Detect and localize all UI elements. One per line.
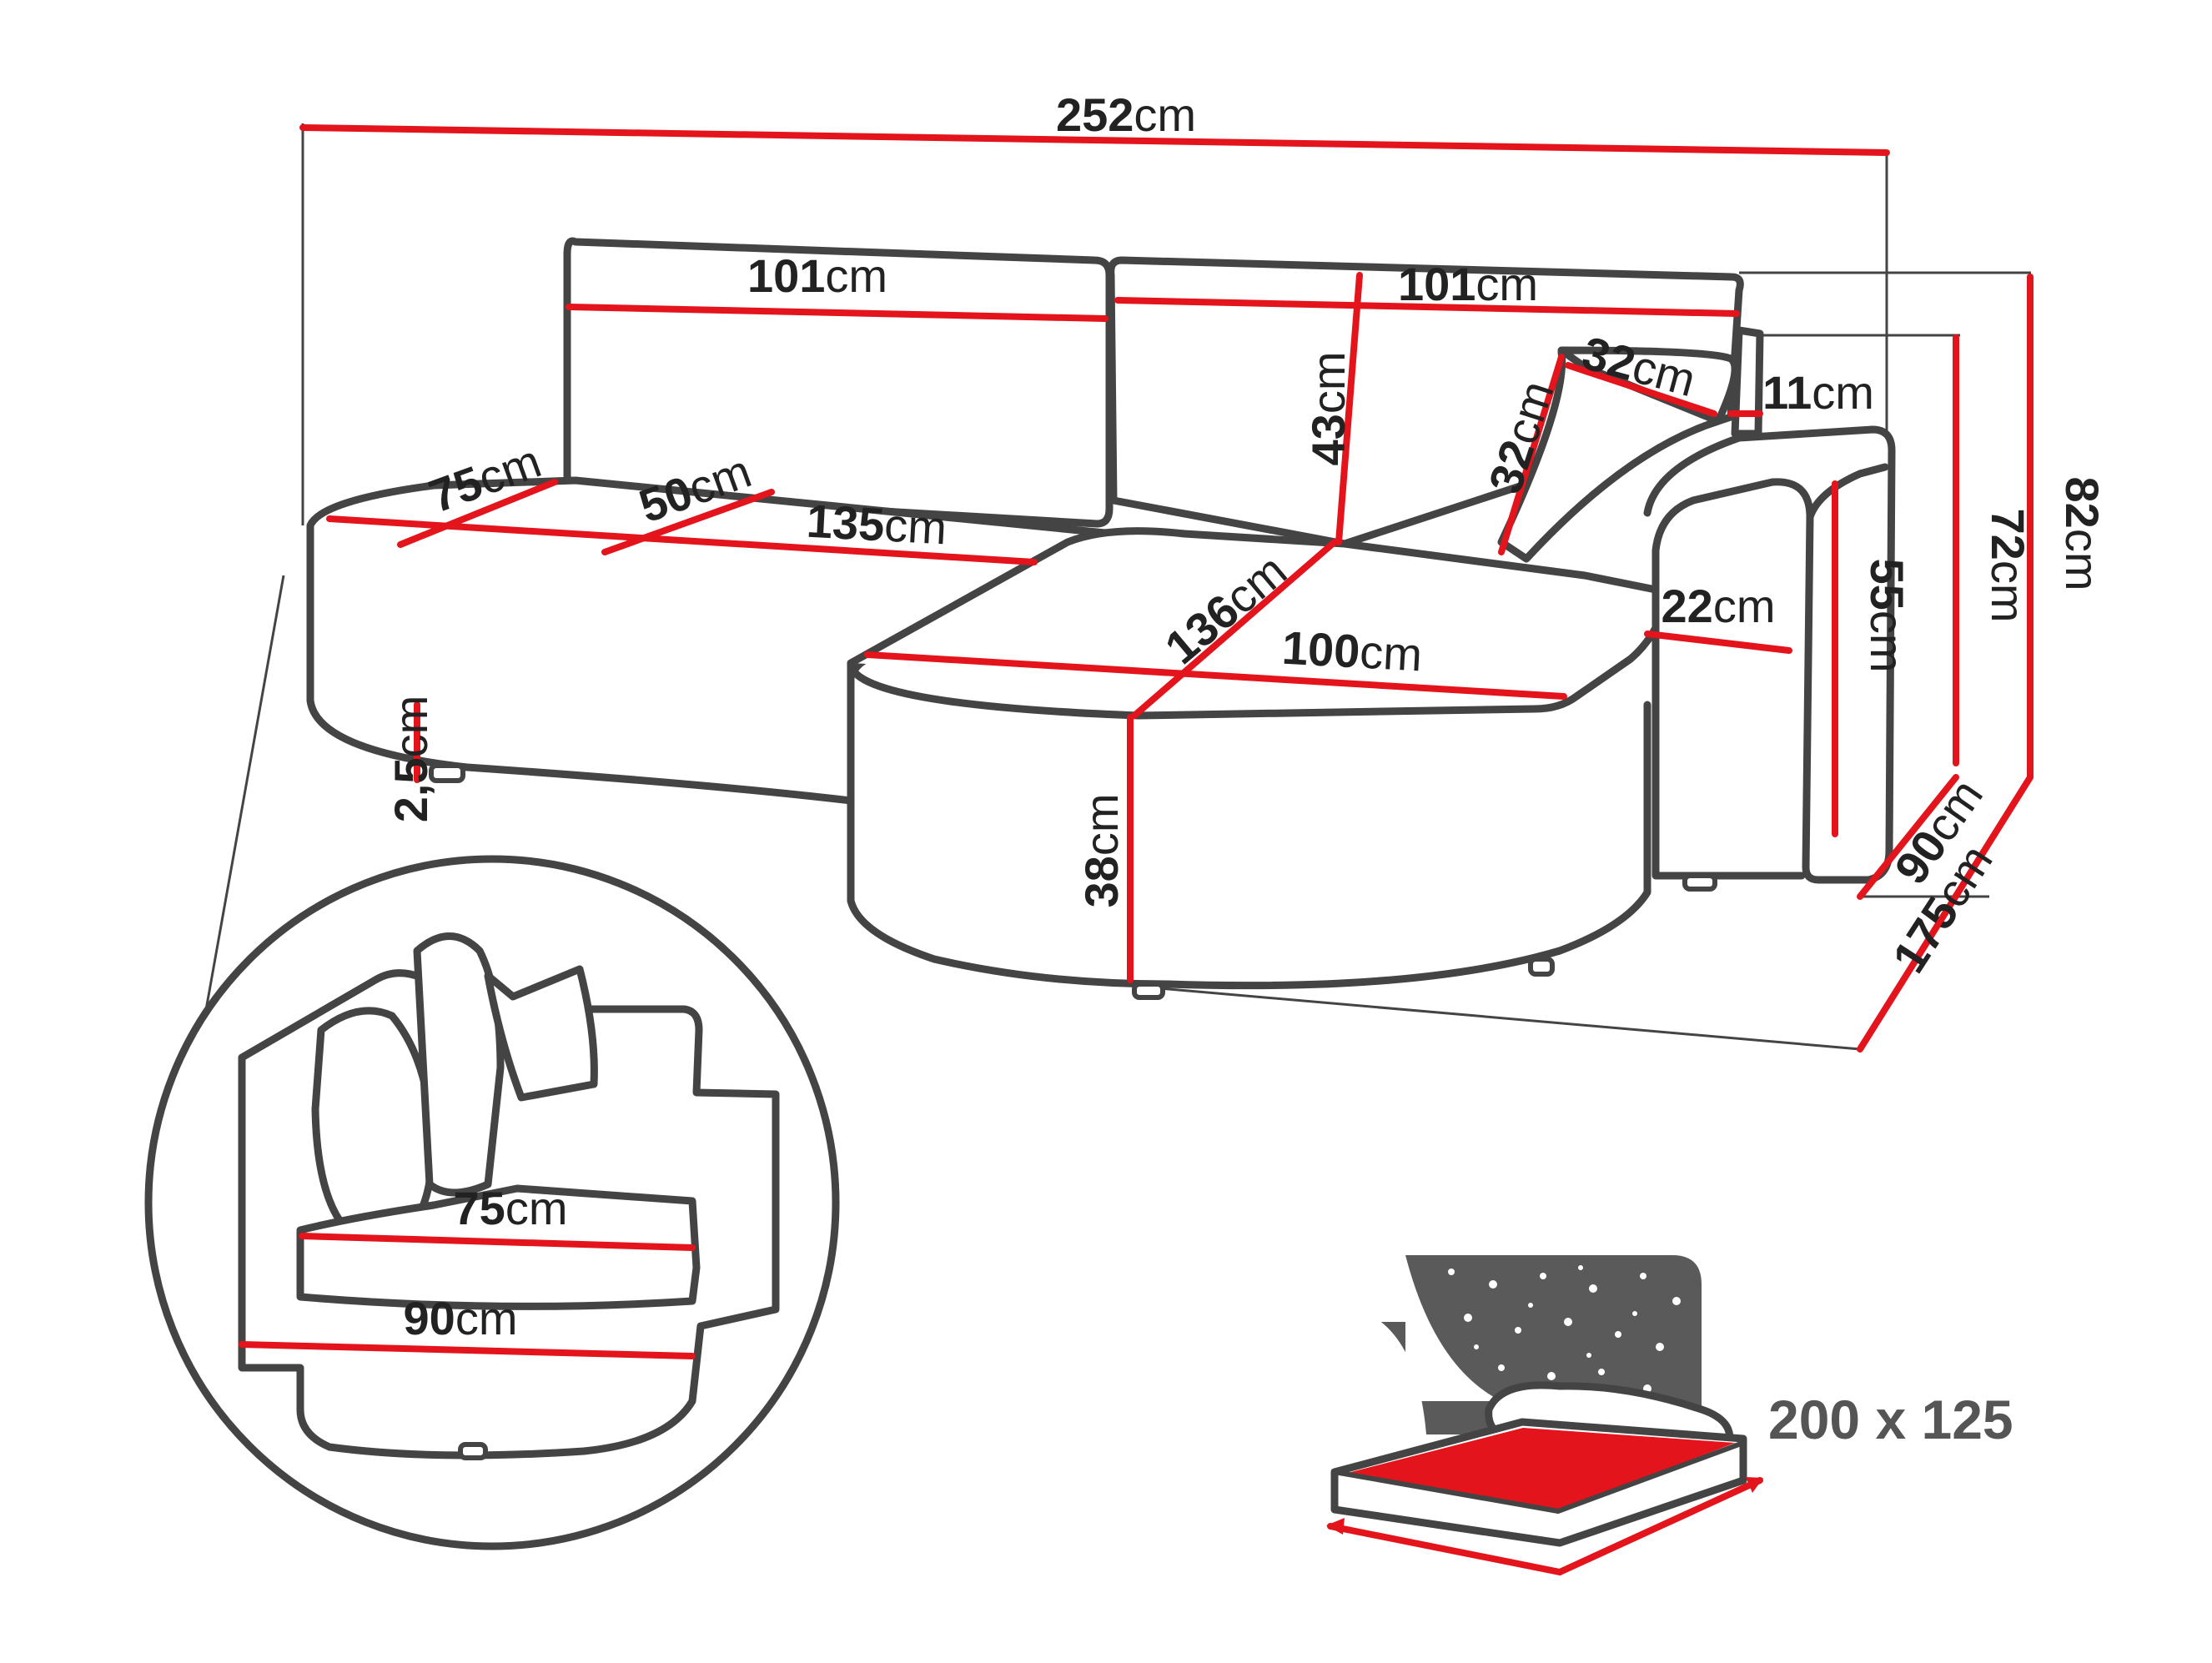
sofa-leg xyxy=(1682,873,1717,892)
leg-height-label: 2,5cm xyxy=(385,696,437,823)
total-width-label: 252cm xyxy=(1056,88,1196,141)
sofa-leg xyxy=(1132,982,1165,1000)
armrest-top-width-label: 11cm xyxy=(1762,366,1874,419)
back-panel-right xyxy=(1731,326,1764,438)
armrest-width-label: 22cm xyxy=(1662,580,1776,632)
chaise-longue xyxy=(847,527,1672,990)
armrest-inner-face xyxy=(1806,463,1889,521)
backrest-left-width-label: 101cm xyxy=(747,249,887,302)
total-height-low-label: 72cm xyxy=(1982,509,2034,623)
seat-height-label: 38cm xyxy=(1075,794,1128,908)
total-height-high-label: 82cm xyxy=(2056,477,2109,591)
detail-seat-depth-label: 75cm xyxy=(454,1182,568,1234)
detail-view-circle: 75cm 90cm xyxy=(144,855,840,1550)
detail-total-depth-label: 90cm xyxy=(404,1292,518,1344)
sofa-left-seat xyxy=(306,476,1118,805)
seat-width-left-label: 135cm xyxy=(805,495,948,555)
corner-sofa-illustration xyxy=(306,237,1896,1000)
detail-sofa-drawing xyxy=(238,932,780,1460)
backrest-right-width-label: 101cm xyxy=(1398,258,1538,310)
night-sky-stars xyxy=(1382,1265,1688,1424)
right-armrest xyxy=(1643,425,1896,884)
bed-size-label: 200 x 125 xyxy=(1768,1389,2013,1450)
bed-with-night-sky-icon: 200 x 125 xyxy=(1326,1255,2013,1575)
chaise-width-label: 100cm xyxy=(1280,621,1423,681)
sofa-leg xyxy=(1528,957,1555,977)
backrest-height-label: 43cm xyxy=(1302,352,1355,466)
extension-lines xyxy=(199,123,2031,1051)
measurement-lines xyxy=(299,124,2034,1053)
armrest-height-label: 55cm xyxy=(1861,559,1913,673)
sofa-leg xyxy=(429,763,465,783)
